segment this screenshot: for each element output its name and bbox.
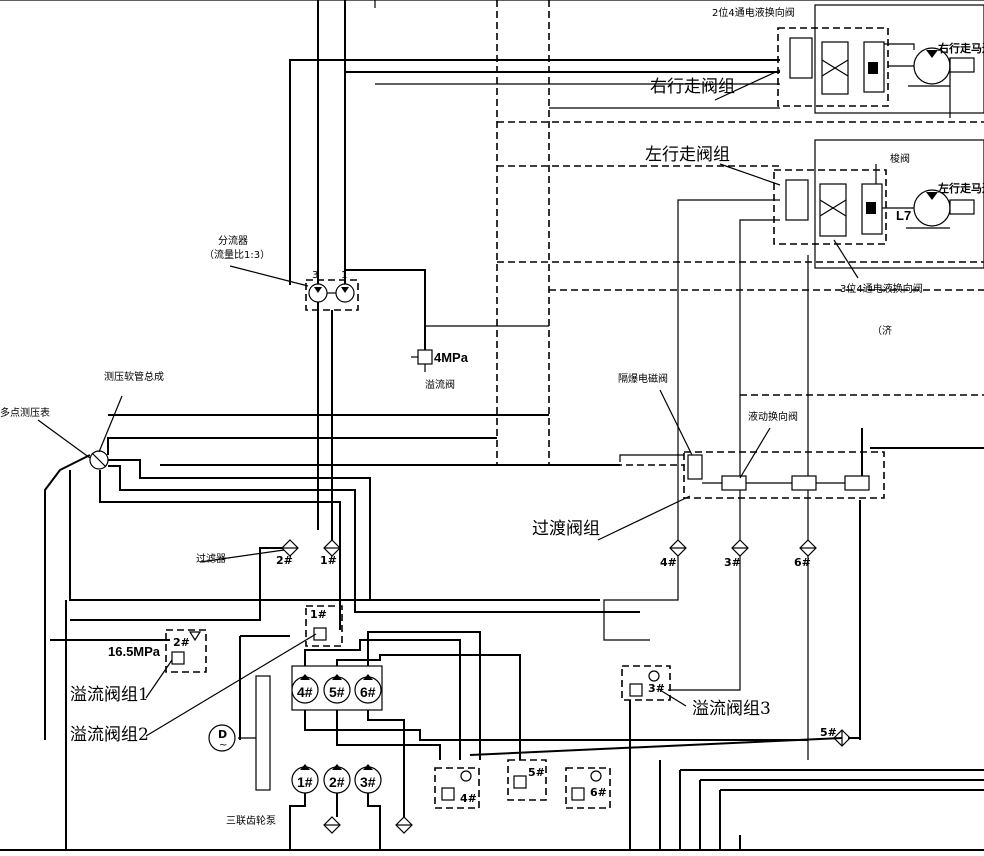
pump-5-tag: 5# [329,684,345,700]
motor-tilde-label: ~ [219,740,227,751]
left-travel-valve-group [773,169,975,245]
transition-valve-group [549,394,984,499]
right-travel-group-label: 右行走阀组 [650,77,735,97]
main-pressure-lines [0,0,984,465]
multi-gauge-label: 多点测压表 [0,406,50,419]
relief-tag-5: 5# [528,766,545,779]
motor-d-label: D [218,728,227,741]
flow-divider [305,269,426,540]
pump-2-tag: 2# [329,774,345,790]
partial-note: （济 [872,324,892,337]
relief-pressure-label: 4MPa [434,350,469,365]
hydraulic-valve-label: 液动换向阀 [748,410,798,423]
pump-group-upper [291,665,383,711]
right-travel-motor-label: 右行走马达 [937,41,984,55]
left-motor-tag: L7 [896,208,911,223]
relief-valve-group-1 [165,629,207,673]
relief-group-3-label: 溢流阀组3 [692,699,771,719]
drive-shaft [208,675,271,791]
left-travel-group-label: 左行走阀组 [645,145,730,165]
gauge-lines [44,414,640,740]
relief-tag-2: 2# [173,636,190,649]
drain-lines [0,600,984,851]
left-feed-lines [497,199,984,545]
pump-4-tag: 4# [297,684,313,700]
filter-5-tag: 5# [820,726,837,739]
relief-valve-4mpa [411,325,549,372]
filter-3-tag: 3# [724,556,741,569]
right-travel-valve-group [777,27,975,118]
relief-valve-group-2 [305,605,343,647]
left-travel-motor-label: 左行走马达 [937,181,984,195]
divider-port-1: 1 [341,270,347,281]
pressure-16-label: 16.5MPa [108,644,161,659]
valve-3pos4way-label: 3位4通电液换向阀 [840,282,923,295]
relief-tag-1: 1# [310,608,327,621]
isolation-solenoid-label: 隔爆电磁阀 [618,372,668,385]
flow-ratio-label: （流量比1:3） [204,248,270,261]
divider-port-3: 3 [312,270,318,281]
filter-label: 过滤器 [196,552,226,565]
relief-tag-6: 6# [590,786,607,799]
shuttle-valve-label: 梭阀 [890,152,910,165]
pump-1-tag: 1# [297,774,313,790]
relief-valve-label: 溢流阀 [425,378,455,391]
filter-6-tag: 6# [794,556,811,569]
right-feed-lines [289,59,984,285]
triple-pump-label: 三联齿轮泵 [226,814,276,827]
relief-group-1-label: 溢流阀组1 [70,685,149,705]
pump-group-lower [291,764,382,794]
filter-1-tag: 1# [320,554,337,567]
relief-group-2-label: 溢流阀组2 [70,725,149,745]
relief-tag-3: 3# [648,682,665,695]
relief-valve-group-3 [621,665,671,701]
pump-6-tag: 6# [360,684,376,700]
filter-2-tag: 2# [276,554,293,567]
relief-tag-4: 4# [460,792,477,805]
valve-2pos4way-label: 2位4通电液换向阀 [712,6,795,19]
gauge-hose-label: 测压软管总成 [104,370,164,383]
flow-divider-label: 分流器 [218,234,248,247]
bottom-relief-valves [434,759,611,809]
pump-3-tag: 3# [360,774,376,790]
leader-lines [37,69,877,737]
filter-4-tag: 4# [660,556,677,569]
filter-lines [603,500,861,760]
transition-group-label: 过渡阀组 [532,519,600,539]
pump-lines [239,631,843,850]
